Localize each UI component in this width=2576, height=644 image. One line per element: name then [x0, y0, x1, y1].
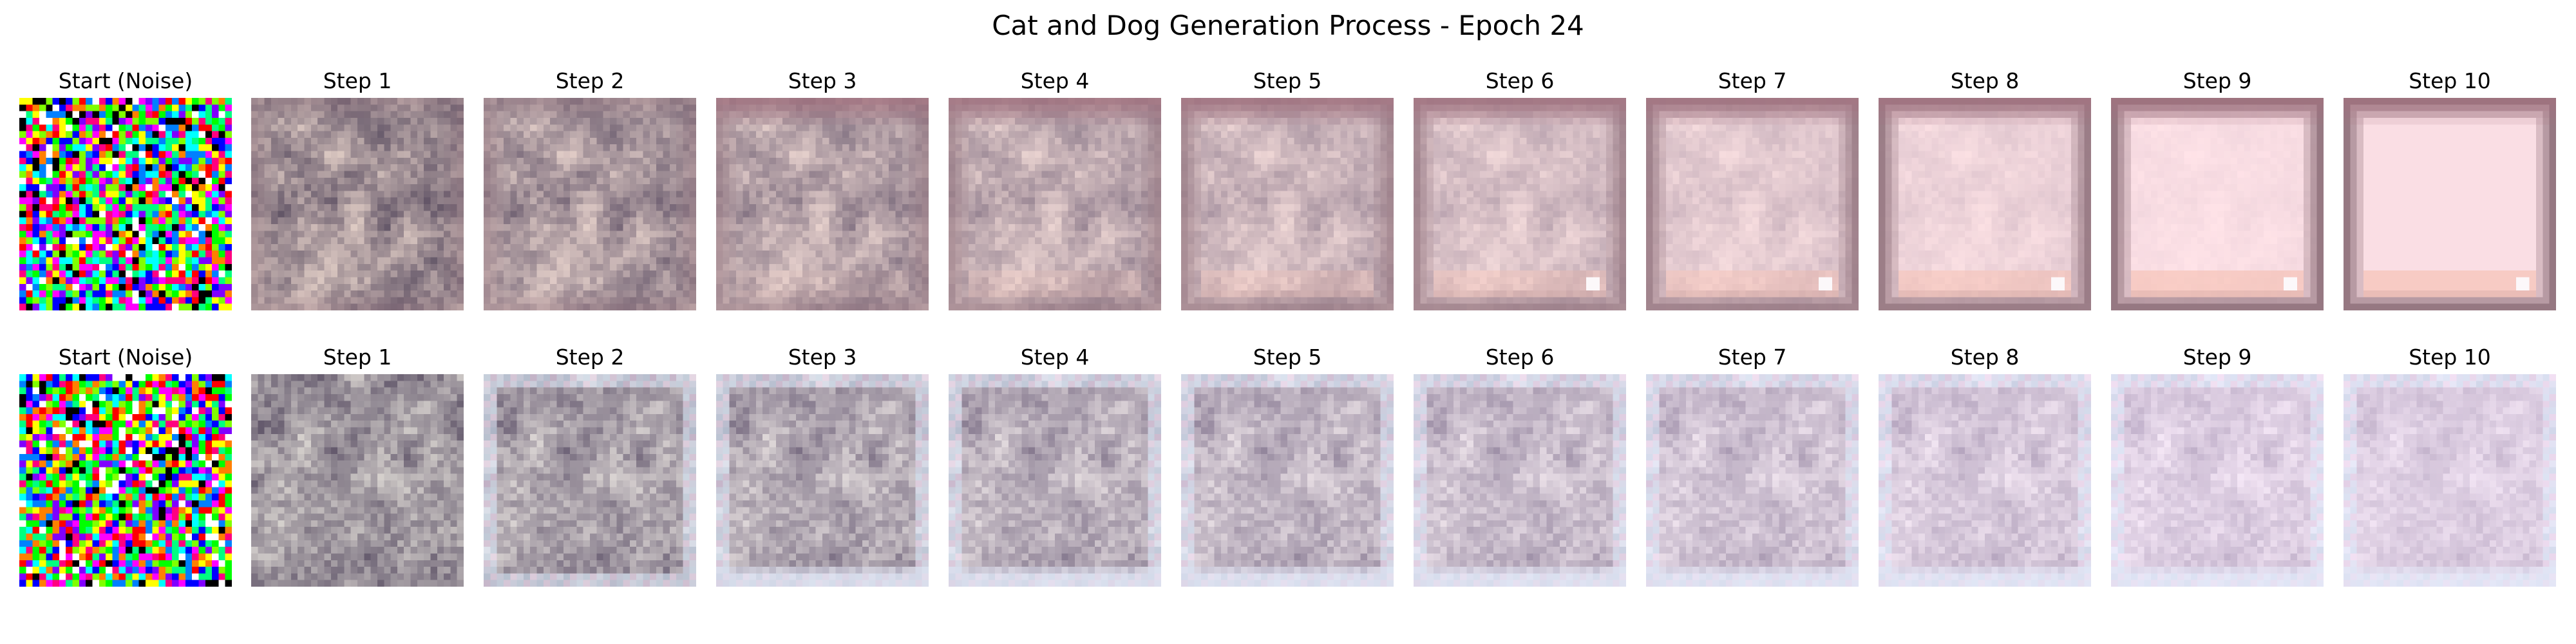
- generated-image: [2344, 374, 2556, 587]
- generated-image: [1879, 98, 2091, 310]
- generated-image: [484, 374, 696, 587]
- panel-row1-step-2: Step 2: [484, 67, 696, 310]
- generated-image-noise: [19, 374, 232, 587]
- panel-row1-step-7: Step 7: [1646, 67, 1859, 310]
- panel-row2-step-4: Step 4: [949, 343, 1161, 587]
- generated-image: [716, 98, 929, 310]
- panel-row2-step-10: Step 10: [2344, 343, 2556, 587]
- generated-image: [949, 374, 1161, 587]
- generated-image: [1414, 98, 1626, 310]
- panel-title: Step 2: [555, 345, 625, 370]
- generated-image: [1646, 98, 1859, 310]
- panel-row2-start-noise: Start (Noise): [19, 343, 232, 587]
- panel-row2-step-8: Step 8: [1879, 343, 2091, 587]
- generated-image-noise: [19, 98, 232, 310]
- generated-image: [1414, 374, 1626, 587]
- figure-title: Cat and Dog Generation Process - Epoch 2…: [992, 10, 1584, 41]
- generated-image: [716, 374, 929, 587]
- panel-title: Step 3: [788, 68, 857, 93]
- panel-row1-step-1: Step 1: [251, 67, 464, 310]
- panel-row2-step-9: Step 9: [2111, 343, 2324, 587]
- panel-row2-step-5: Step 5: [1181, 343, 1394, 587]
- panel-row1-step-5: Step 5: [1181, 67, 1394, 310]
- panel-title: Step 6: [1485, 345, 1555, 370]
- panel-title: Start (Noise): [58, 345, 193, 370]
- panel-row1-start-noise: Start (Noise): [19, 67, 232, 310]
- panel-title: Step 4: [1020, 345, 1090, 370]
- panel-row1-step-9: Step 9: [2111, 67, 2324, 310]
- generated-image: [2344, 98, 2556, 310]
- generated-image: [2111, 374, 2324, 587]
- panel-title: Step 4: [1020, 68, 1090, 93]
- panel-title: Step 8: [1950, 68, 2020, 93]
- panel-title: Step 6: [1485, 68, 1555, 93]
- panel-title: Start (Noise): [58, 68, 193, 93]
- panel-title: Step 2: [555, 68, 625, 93]
- panel-title: Step 9: [2183, 68, 2252, 93]
- panel-row1-step-4: Step 4: [949, 67, 1161, 310]
- panel-row1-step-3: Step 3: [716, 67, 929, 310]
- generated-image: [2111, 98, 2324, 310]
- panel-title: Step 10: [2409, 345, 2491, 370]
- generated-image: [1879, 374, 2091, 587]
- panel-row1-step-8: Step 8: [1879, 67, 2091, 310]
- panel-title: Step 8: [1950, 345, 2020, 370]
- panel-title: Step 5: [1253, 345, 1322, 370]
- panel-row2-step-3: Step 3: [716, 343, 929, 587]
- panel-row2-step-7: Step 7: [1646, 343, 1859, 587]
- panel-title: Step 3: [788, 345, 857, 370]
- panel-title: Step 7: [1718, 345, 1787, 370]
- generated-image: [484, 98, 696, 310]
- generated-image: [949, 98, 1161, 310]
- panel-title: Step 5: [1253, 68, 1322, 93]
- generated-image: [251, 98, 464, 310]
- panel-title: Step 1: [323, 68, 392, 93]
- generated-image: [1646, 374, 1859, 587]
- panel-title: Step 7: [1718, 68, 1787, 93]
- panel-title: Step 10: [2409, 68, 2491, 93]
- panel-row2-step-1: Step 1: [251, 343, 464, 587]
- panel-row2-step-6: Step 6: [1414, 343, 1626, 587]
- panel-row1-step-6: Step 6: [1414, 67, 1626, 310]
- panel-title: Step 1: [323, 345, 392, 370]
- panel-title: Step 9: [2183, 345, 2252, 370]
- generated-image: [1181, 98, 1394, 310]
- panel-row2-step-2: Step 2: [484, 343, 696, 587]
- panel-row1-step-10: Step 10: [2344, 67, 2556, 310]
- generated-image: [251, 374, 464, 587]
- generated-image: [1181, 374, 1394, 587]
